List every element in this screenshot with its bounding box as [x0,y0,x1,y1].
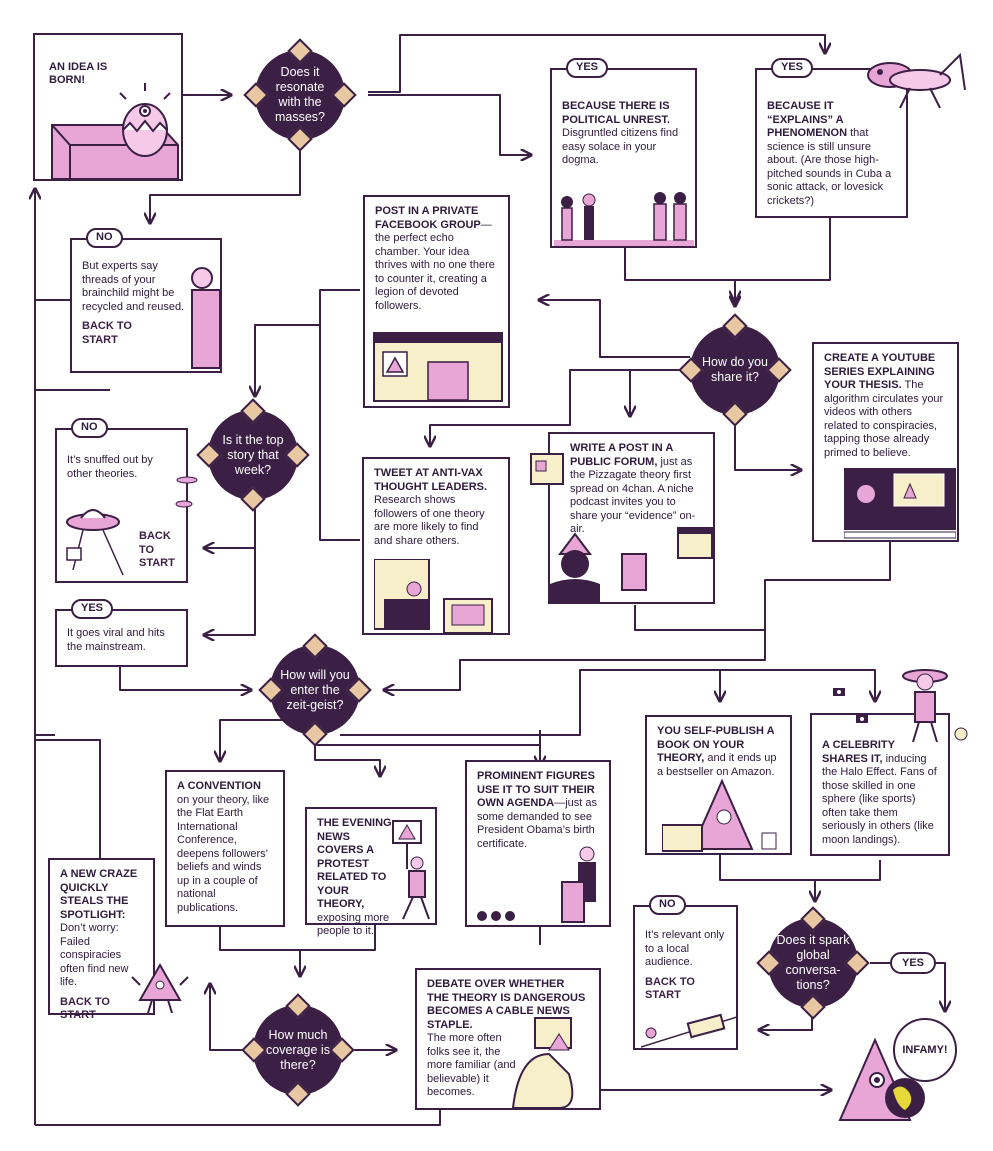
evening-head: THE EVENING NEWS COVERS A PROTEST RELATE… [317,817,392,910]
box-new-craze: A NEW CRAZE QUICKLY STEALS THE SPOTLIGHT… [48,858,155,1021]
explains-head: BECAUSE IT “EXPLAINS” A PHENOMENON [767,100,848,139]
viral-text: It goes viral and hits the mainstream. [67,627,165,653]
back-to-start-link[interactable]: BACK TO START [645,975,695,1002]
video-player-illustration [844,468,956,539]
desk-computer-illustration [374,559,493,634]
protester-sign-illustration [392,820,430,920]
box-explains-phenomenon: YES BECAUSE IT “EXPLAINS” A PHENOMENON t… [755,58,908,218]
celebrity-text: inducing the Halo Effect. Fans of those … [822,752,937,846]
pyramid-author-illustration [662,778,777,852]
decision-share: How do you share it? [678,325,792,415]
camera-icon [833,688,845,696]
dancing-pyramid-illustration [131,962,189,1014]
start-title: AN IDEA IS BORN! [49,61,108,86]
decision-zeitgeist: How will you enter the zeit-geist? [258,645,372,735]
decision-global: Does it spark global conversa-tions? [756,918,870,1008]
cricket-illustration [867,52,966,109]
infamy-badge: INFAMY! [893,1018,957,1082]
forum-text: just as the Pizzagate theory first sprea… [570,455,696,536]
tweet-text: Research shows followers of one theory a… [374,494,485,547]
selfpublish-head: YOU SELF-PUBLISH A BOOK ON YOUR THEORY, [657,725,775,764]
local-text: It’s relevant only to a local audience. [645,929,725,968]
protesters-illustration [554,192,694,246]
debate-head: DEBATE OVER WHETHER THE THEORY IS DANGER… [427,978,586,1031]
box-no-experts: NO But experts say threads of your brain… [70,228,222,373]
youtube-text: The algorithm circulates your videos wit… [824,379,944,459]
convention-text: on your theory, like the Flat Earth Inte… [177,793,270,914]
decision-resonate: Does it resonate with the masses? [243,50,357,140]
box-political-unrest: YES BECAUSE THERE IS POLITICAL UNREST. D… [550,58,697,248]
ufo-illustration [66,509,124,576]
box-debate-cable-news: DEBATE OVER WHETHER THE THEORY IS DANGER… [415,968,601,1110]
box-celebrity: A CELEBRITY SHARES IT, inducing the Halo… [810,713,950,856]
pyramid-globe-illustration [838,1037,925,1121]
hand-remote-illustration [511,1017,574,1108]
yes-tag: YES [771,58,814,78]
browser-window-illustration [373,332,503,402]
box-no-snuffed: NO It’s snuffed out by other theories. B… [55,418,188,583]
no-tag: NO [71,418,108,438]
no-tag: NO [86,228,123,248]
box-convention: A CONVENTION on your theory, like the Fl… [165,770,285,927]
box-tweet-antivax: TWEET AT ANTI-VAX THOUGHT LEADERS. Resea… [362,457,510,635]
celebrity-head: A CELEBRITY SHARES IT, [822,739,895,765]
newcraze-text: Don’t worry: Failed conspiracies often f… [60,922,129,988]
yes-tag: YES [566,58,609,78]
box-public-forum: WRITE A POST IN A PUBLIC FORUM, just as … [548,432,715,604]
facebook-text: —the perfect echo chamber. Your idea thr… [375,218,495,312]
box-self-publish: YOU SELF-PUBLISH A BOOK ON YOUR THEORY, … [645,715,792,855]
celebrity-illustration [902,669,968,743]
prominent-text: —just as some demanded to see President … [477,797,597,850]
no-tag: NO [649,895,686,915]
camera-icon [856,715,868,723]
box-prominent-figures: PROMINENT FIGURES USE IT TO SUIT THEIR O… [465,760,611,927]
prominent-head: PROMINENT FIGURES USE IT TO SUIT THEIR O… [477,770,595,809]
no-snuffed-text: It’s snuffed out by other theories. [67,454,153,480]
box-local-audience: NO It’s relevant only to a local audienc… [633,895,738,1050]
podcaster-illustration [550,527,713,604]
tweet-head: TWEET AT ANTI-VAX THOUGHT LEADERS. [374,467,488,493]
box-evening-news: THE EVENING NEWS COVERS A PROTEST RELATE… [305,807,437,937]
car-road-illustration [641,1013,737,1048]
evening-text: exposing more people to it. [317,911,390,938]
forum-window-icon [530,453,564,485]
yes-tag: YES [71,599,114,619]
back-to-start-link[interactable]: BACK TO START [139,530,175,569]
selfpublish-text: and it ends up a bestseller on Amazon. [657,752,777,778]
youtube-head: CREATE A YOUTUBE SERIES EXPLAINING YOUR … [824,352,936,391]
no-experts-text: But experts say threads of your brainchi… [82,260,185,313]
global-yes-tag: YES [890,952,937,974]
decision-coverage: How much coverage is there? [241,1005,355,1095]
small-ufo-icon [175,476,198,508]
podium-speaker-illustration [477,846,596,923]
political-text: Disgruntled citizens find easy solace in… [562,127,679,166]
forum-head: WRITE A POST IN A PUBLIC FORUM, [570,442,673,468]
debate-text: The more often folks see it, the more fa… [427,1032,516,1098]
start-box: AN IDEA IS BORN! [33,33,183,181]
decision-top-story: Is it the top story that week? [196,410,310,500]
back-to-start-link[interactable]: BACK TO START [82,320,132,346]
newcraze-head: A NEW CRAZE QUICKLY STEALS THE SPOTLIGHT… [60,868,138,921]
scientist-illustration [191,267,221,369]
convention-head: A CONVENTION [177,780,261,792]
box-youtube-series: CREATE A YOUTUBE SERIES EXPLAINING YOUR … [812,342,959,542]
facebook-head: POST IN A PRIVATE FACEBOOK GROUP [375,205,481,231]
box-viral: YES It goes viral and hits the mainstrea… [55,599,188,667]
box-facebook-group: POST IN A PRIVATE FACEBOOK GROUP—the per… [363,195,510,408]
hatching-egg-illustration [51,83,179,179]
explains-text: that science is still unsure about. (Are… [767,127,892,207]
political-head: BECAUSE THERE IS POLITICAL UNREST. [562,100,670,126]
back-to-start-link[interactable]: BACK TO START [60,995,110,1022]
